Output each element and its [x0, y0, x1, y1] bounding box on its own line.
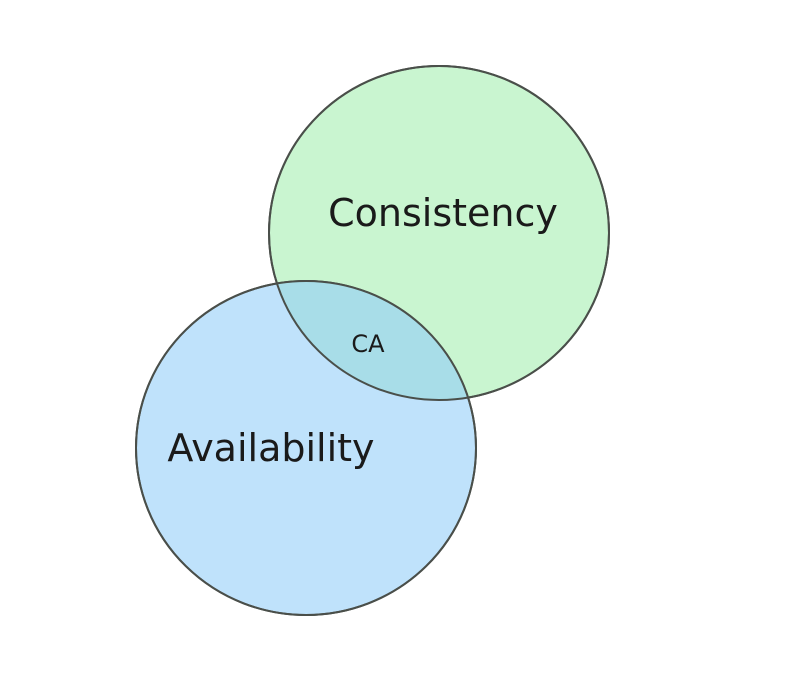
availability-circle-outline: [135, 280, 477, 616]
consistency-label: Consistency: [328, 191, 558, 235]
consistency-circle-outline: [268, 65, 610, 401]
availability-label: Availability: [167, 426, 374, 470]
intersection-region: [269, 281, 476, 400]
intersection-label: CA: [351, 330, 385, 358]
